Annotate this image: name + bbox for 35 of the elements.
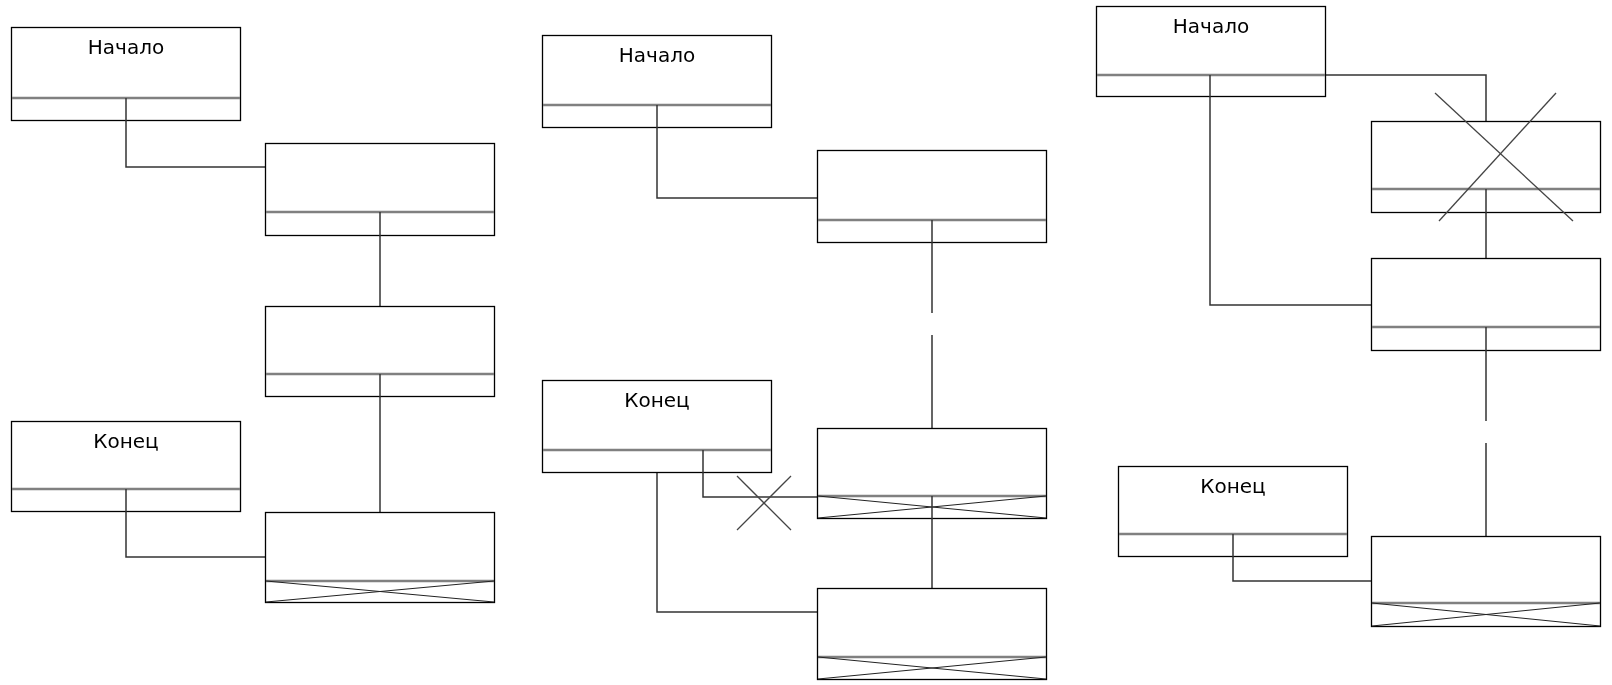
- entity-box: [11, 421, 241, 512]
- connector-line: [702, 472, 818, 498]
- box-title: Начало: [86, 35, 166, 59]
- connector-line: [1232, 556, 1372, 582]
- box-title: Конец: [623, 388, 691, 412]
- entity-box: [1371, 121, 1601, 213]
- box-title: Начало: [1171, 14, 1251, 38]
- entity-box: [1096, 6, 1326, 97]
- entity-box: [265, 143, 495, 236]
- entity-box: [817, 150, 1047, 243]
- connector-line: [1485, 212, 1487, 259]
- entity-box: [817, 588, 1047, 680]
- entity-box: [11, 27, 241, 121]
- connector-line: [379, 396, 381, 513]
- box-title: Конец: [1199, 474, 1267, 498]
- connector-line: [125, 120, 266, 168]
- entity-box: [542, 35, 772, 128]
- box-title: Конец: [92, 429, 160, 453]
- connector-line: [656, 127, 818, 199]
- connector-line: [1209, 96, 1372, 306]
- entity-box: [265, 512, 495, 603]
- entity-box: [1371, 536, 1601, 627]
- connector-line: [125, 511, 266, 558]
- connector-line: [656, 472, 818, 613]
- connector-line: [1325, 74, 1487, 122]
- connector-line: [931, 518, 933, 589]
- entity-box: [1118, 466, 1348, 557]
- connector-line: [931, 242, 933, 429]
- entity-box: [542, 380, 772, 473]
- connector-line: [1485, 350, 1487, 537]
- entity-box: [1371, 258, 1601, 351]
- entity-box: [817, 428, 1047, 519]
- box-title: Начало: [617, 43, 697, 67]
- entity-box: [265, 306, 495, 397]
- connector-line: [379, 235, 381, 307]
